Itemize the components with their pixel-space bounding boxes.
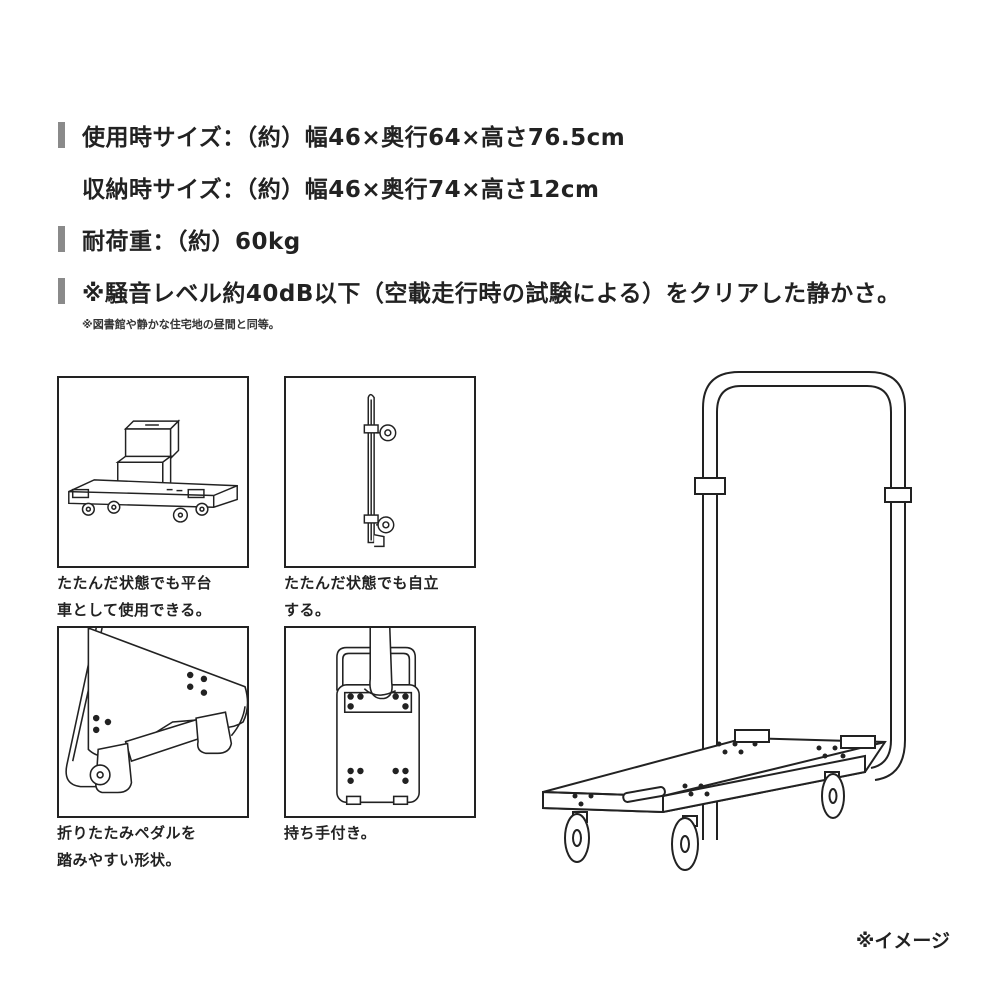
panel-carry-handle	[284, 626, 476, 818]
hand-holding-grip-illustration	[336, 628, 420, 806]
spec-size-storage: 収納時サイズ：（約）幅46×奥行74×高さ12cm	[58, 172, 600, 203]
flatbed-with-boxes-illustration	[68, 419, 238, 523]
spec-marker	[58, 226, 65, 252]
spec-load-capacity: 耐荷重：（約）60kg	[58, 224, 301, 255]
panel-caption: 折りたたみペダルを踏みやすい形状。	[57, 824, 197, 869]
panel-caption: 持ち手付き。	[284, 824, 377, 842]
spec-marker	[58, 278, 65, 304]
spec-text: 耐荷重：（約）60kg	[82, 229, 301, 255]
spec-marker-spacer	[58, 174, 65, 200]
folding-pedal-illustration	[65, 628, 247, 794]
spec-noise-level: ※騒音レベル約40dB以下（空載走行時の試験による）をクリアした静かさ。	[58, 276, 901, 307]
image-note: ※イメージ	[855, 930, 950, 952]
panel-folded-standing	[284, 376, 476, 568]
noise-footnote: ※図書館や静かな住宅地の昼間と同等。	[82, 318, 280, 331]
panel-flatbed-with-boxes	[57, 376, 249, 568]
spec-text: 使用時サイズ：（約）幅46×奥行64×高さ76.5cm	[82, 125, 626, 151]
folded-standing-cart-illustration	[363, 393, 397, 548]
spec-text: 収納時サイズ：（約）幅46×奥行74×高さ12cm	[82, 177, 600, 203]
hand-truck-illustration	[525, 360, 945, 880]
spec-text: ※騒音レベル約40dB以下（空載走行時の試験による）をクリアした静かさ。	[82, 281, 901, 307]
panel-caption: たたんだ状態でも平台車として使用できる。	[57, 574, 213, 619]
spec-size-in-use: 使用時サイズ：（約）幅46×奥行64×高さ76.5cm	[58, 120, 626, 151]
spec-marker	[58, 122, 65, 148]
panel-caption: たたんだ状態でも自立する。	[284, 574, 440, 619]
panel-folding-pedal	[57, 626, 249, 818]
hand-truck-drawing	[542, 371, 912, 871]
